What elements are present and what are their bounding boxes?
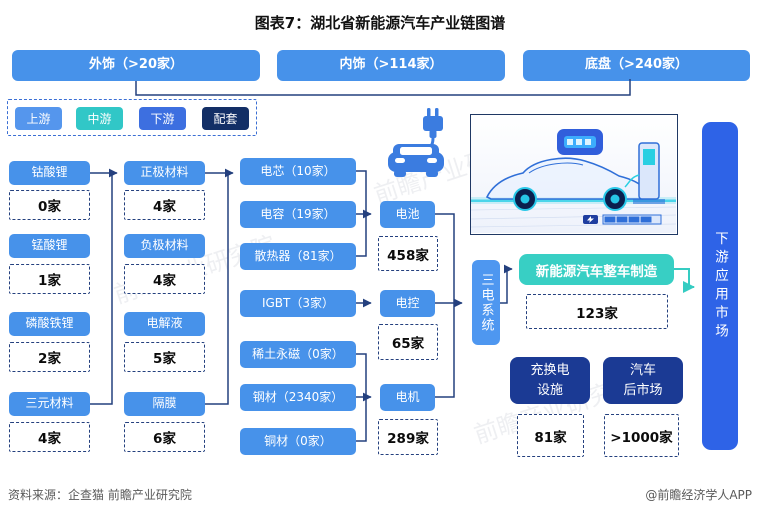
count-electrolyte: 5家 <box>124 342 205 372</box>
auto-aftermarket-line2: 后市场 <box>623 382 663 398</box>
node-ternary-material: 三元材料 <box>9 392 90 416</box>
vehicle-charging-illustration <box>470 114 678 235</box>
legend-upstream: 上游 <box>15 107 62 130</box>
count-e-control: 65家 <box>378 324 438 360</box>
node-motor: 电机 <box>380 384 435 411</box>
count-lithium-manganate: 1家 <box>9 264 90 294</box>
node-battery-cell: 电芯（10家） <box>240 158 356 185</box>
auto-aftermarket-line1: 汽车 <box>629 363 656 378</box>
node-electrolyte: 电解液 <box>124 312 205 336</box>
count-motor: 289家 <box>378 419 438 455</box>
count-battery: 458家 <box>378 236 438 271</box>
node-separator: 隔膜 <box>124 392 205 416</box>
legend-support: 配套 <box>202 107 249 130</box>
node-lithium-iron-phosphate: 磷酸铁锂 <box>9 312 90 336</box>
node-anode-material: 负极材料 <box>124 234 205 258</box>
node-three-electric-system: 三电系统 <box>472 260 500 345</box>
count-charging-infrastructure: 81家 <box>517 414 584 457</box>
charging-infrastructure-line2: 设施 <box>536 382 563 398</box>
count-lithium-cobaltate: 0家 <box>9 190 90 220</box>
node-lithium-manganate: 锰酸锂 <box>9 234 90 258</box>
wireframe-car-image <box>471 115 676 233</box>
node-auto-aftermarket: 汽车 后市场 <box>603 357 683 404</box>
node-steel: 钢材（2340家） <box>240 384 356 411</box>
node-igbt: IGBT（3家） <box>240 290 356 317</box>
count-separator: 6家 <box>124 422 205 452</box>
node-battery: 电池 <box>380 201 435 228</box>
node-lithium-cobaltate: 钴酸锂 <box>9 161 90 185</box>
node-copper: 铜材（0家） <box>240 428 356 455</box>
top-box-exterior: 外饰（>20家） <box>12 50 260 81</box>
node-rare-earth-magnet: 稀土永磁（0家） <box>240 341 356 368</box>
legend-downstream: 下游 <box>139 107 186 130</box>
node-charging-infrastructure: 充换电 设施 <box>510 357 590 404</box>
charging-infrastructure-line1: 充换电 <box>530 363 570 378</box>
credit-note: @前瞻经济学人APP <box>645 488 752 502</box>
count-ternary-material: 4家 <box>9 422 90 452</box>
source-note: 资料来源：企查猫 前瞻产业研究院 <box>8 488 192 502</box>
node-e-control: 电控 <box>380 290 435 317</box>
count-lithium-iron-phosphate: 2家 <box>9 342 90 372</box>
legend: 上游 中游 下游 配套 <box>7 99 257 136</box>
node-capacitor: 电容（19家） <box>240 201 356 228</box>
downstream-market-bar: 下游应用市场 <box>702 122 738 450</box>
top-box-interior: 内饰（>114家） <box>277 50 505 81</box>
count-auto-aftermarket: >1000家 <box>604 414 679 457</box>
node-vehicle-manufacturing: 新能源汽车整车制造 <box>519 254 674 285</box>
legend-midstream: 中游 <box>76 107 123 130</box>
node-radiator: 散热器（81家） <box>240 243 356 270</box>
count-vehicle-manufacturing: 123家 <box>526 294 668 329</box>
page-title: 图表7：湖北省新能源汽车产业链图谱 <box>254 14 506 32</box>
count-cathode-material: 4家 <box>124 190 205 220</box>
top-box-chassis: 底盘（>240家） <box>523 50 750 81</box>
node-cathode-material: 正极材料 <box>124 161 205 185</box>
count-anode-material: 4家 <box>124 264 205 294</box>
ev-charging-icon <box>388 108 444 177</box>
